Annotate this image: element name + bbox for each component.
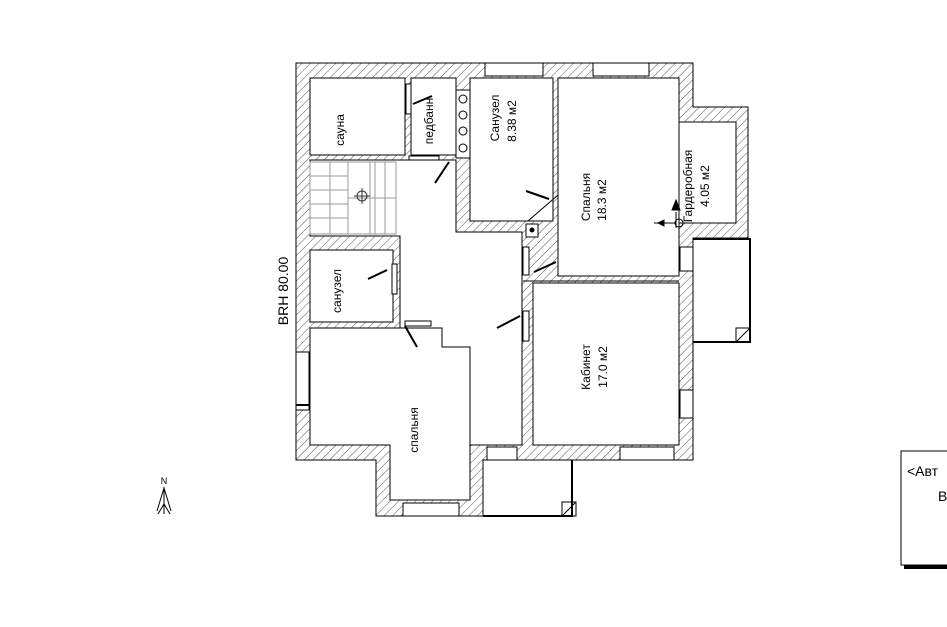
room-area-sanuzel-1: 8.38 м2	[505, 100, 519, 142]
vent-shaft	[455, 89, 539, 238]
section-marker	[654, 198, 684, 228]
room-label-garderobnaya: Гардеробная	[681, 150, 695, 223]
room-label-sanuzel-1: Санузел	[488, 95, 502, 142]
room-area-kabinet: 17.0 м2	[596, 346, 610, 388]
door-handles	[367, 95, 557, 348]
elevation-label: BRH 80.00	[275, 257, 291, 326]
north-label: N	[161, 476, 168, 486]
staircase	[309, 161, 397, 235]
room-area-garderobnaya: 4.05 м2	[698, 165, 712, 207]
room-label-pedbannik: педбанн	[422, 98, 436, 144]
stair-direction-icon	[354, 188, 370, 204]
title-block-line1: <Авт	[907, 463, 939, 479]
room-label-kabinet: Кабинет	[579, 344, 593, 390]
windows	[295, 62, 694, 517]
room-label-sauna: сауна	[333, 114, 347, 146]
partitions	[470, 78, 680, 282]
title-block-line2: В	[938, 488, 947, 504]
terrace-outline	[296, 238, 751, 517]
title-block	[900, 450, 947, 569]
room-area-spalnya-1: 18.3 м2	[595, 179, 609, 221]
room-label-spalnya-1: Спальня	[579, 173, 593, 221]
doors	[391, 83, 530, 342]
room-label-sanuzel-2: санузел	[330, 269, 344, 313]
outer-walls	[295, 62, 749, 517]
room-label-spalnya-2: спальня	[407, 407, 421, 453]
north-arrow-icon	[156, 486, 172, 515]
